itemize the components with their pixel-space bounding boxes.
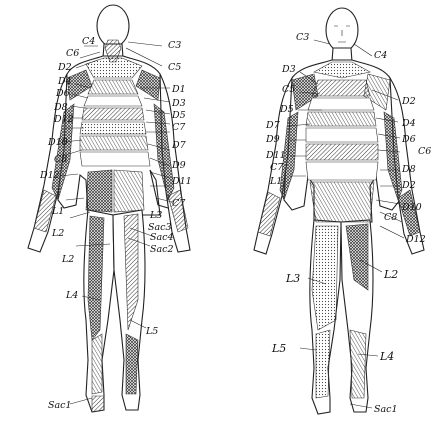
front-label-d6: D6 [401,134,416,145]
front-label-d4: D4 [401,118,416,129]
back-label-d11: D11 [171,176,192,187]
back-label-c7b: C7 [172,198,186,209]
front-label-d5: D5 [279,104,294,115]
back-l5-calf [126,334,138,394]
back-label-l5: L5 [145,326,158,337]
back-d10-band [80,136,148,150]
back-d4-band [84,96,142,106]
back-label-c8: C8 [54,154,67,165]
back-label-l3: L3 [149,210,162,221]
front-label-sac1: Sac1 [374,404,398,415]
back-label-sac2: Sac2 [150,244,174,255]
back-d2-band [88,80,138,94]
front-d6-band [306,112,376,126]
front-label-l5: L5 [271,342,286,355]
back-label-d12b: D12 [39,170,60,181]
back-label-l4: L4 [65,290,78,301]
back-label-d6: D6 [55,88,70,99]
back-label-d1: D1 [171,84,186,95]
back-label-c7a: C7 [172,122,186,133]
back-sac1-foot [92,396,104,412]
back-label-c6: C6 [66,48,79,59]
back-l4-calf [92,334,102,394]
back-label-sac3: Sac3 [148,222,172,233]
front-label-d10: D10 [401,202,422,213]
front-d2-band [312,80,370,96]
front-label-c3: C3 [296,32,309,43]
front-view-figure: C3 C4 D3 C5 D2 D5 D4 D7 D9 D6 C6 D11 D8 … [254,8,431,415]
back-d8-band [80,122,146,134]
back-label-l2a: L2 [51,228,64,239]
front-label-d7: D7 [265,120,281,131]
front-d12-band [306,162,378,180]
back-d6-band [82,108,144,120]
back-label-l1: L1 [51,206,64,217]
front-label-d8: D8 [401,164,416,175]
front-label-l2: L2 [383,268,398,281]
front-label-d3: D3 [281,64,296,75]
back-label-d9: D9 [171,160,186,171]
back-label-c5: C5 [168,62,181,73]
back-label-sac1: Sac1 [48,400,72,411]
back-label-d12a: D12 [53,114,74,125]
back-label-d4: D4 [57,76,72,87]
back-label-d10: D10 [47,137,68,148]
front-label-d2a: D2 [401,96,416,107]
back-label-d8: D8 [53,102,68,113]
front-label-d9: D9 [265,134,280,145]
front-l3-thigh [312,226,338,330]
front-d10-band [306,144,378,160]
front-label-d12: D12 [405,234,426,245]
front-label-d2b: D2 [401,180,416,191]
front-d8-band [306,128,378,142]
front-label-l1: L1 [269,176,282,187]
back-label-d7: D7 [171,140,187,151]
front-l5-shin [350,330,366,398]
front-label-c8: C8 [384,212,397,223]
back-view-figure: C3 C4 C6 C5 D2 D1 D4 D3 D6 D5 D8 C7 D12 … [28,5,192,412]
front-d4-band [308,98,374,110]
back-l1-buttock-right [114,170,144,212]
back-d12-band [80,152,150,166]
front-label-l3: L3 [285,272,300,285]
back-label-sac4: Sac4 [150,232,174,243]
back-label-c3: C3 [168,40,181,51]
back-label-c4: C4 [82,36,95,47]
back-label-d5: D5 [171,110,186,121]
front-label-d11: D11 [265,150,286,161]
front-label-c4: C4 [374,50,387,61]
front-l1-zone [310,182,374,222]
front-label-c6: C6 [418,146,431,157]
front-label-l4: L4 [379,350,394,363]
front-label-c7: C7 [270,162,284,173]
front-l4-shin [316,330,330,398]
back-label-d2a: D2 [57,62,72,73]
back-l1-buttock-left [86,170,112,212]
front-label-c5: C5 [282,84,295,95]
back-label-d3: D3 [171,98,186,109]
back-label-l2b: L2 [61,254,74,265]
